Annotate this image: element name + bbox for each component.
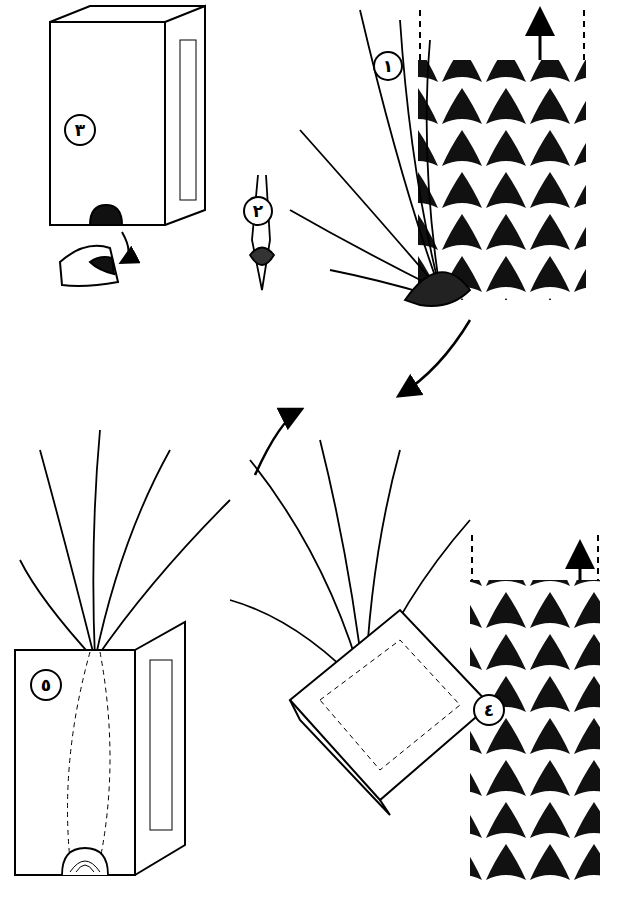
- growth-arrow: [579, 545, 582, 580]
- callout-circle: ١: [373, 51, 403, 81]
- box-panel: [150, 660, 172, 830]
- frond: [360, 10, 440, 290]
- offshoot-outline: [68, 652, 111, 860]
- trunk-edge: [597, 535, 599, 580]
- box-top: [50, 6, 205, 22]
- box-side: [135, 622, 185, 875]
- box-panel: [180, 40, 196, 200]
- frond: [93, 430, 100, 660]
- move-arrow: [255, 410, 300, 475]
- box-four: [230, 410, 490, 815]
- tool-body: [252, 175, 270, 290]
- growth-arrow: [539, 12, 542, 60]
- box-side: [165, 6, 205, 225]
- callout-number: ١: [383, 58, 393, 75]
- box-five: [15, 430, 230, 875]
- tool: [250, 175, 274, 290]
- box-face: [15, 650, 135, 875]
- callout-circle: ٥: [30, 669, 62, 701]
- callout-number: ٢: [253, 203, 263, 220]
- offshoot-base: [405, 272, 470, 306]
- callout-circle: ٤: [473, 694, 505, 726]
- callout-number: ٣: [75, 122, 85, 139]
- tool-head: [250, 248, 274, 266]
- callout-circle: ٣: [64, 114, 96, 146]
- frond: [95, 500, 230, 660]
- trunk-bark: [470, 580, 600, 880]
- trunk-edge: [471, 535, 473, 580]
- frond: [95, 450, 170, 660]
- trunk-edge: [419, 10, 421, 60]
- root-ball: [62, 848, 108, 875]
- box-face: [290, 610, 490, 800]
- move-arrow: [400, 320, 470, 395]
- box-three: [50, 6, 205, 286]
- box-face: [50, 22, 165, 225]
- cut-piece: [60, 246, 118, 286]
- callout-circle: ٢: [243, 196, 273, 226]
- callout-number: ٤: [484, 702, 494, 719]
- offshoot-fronds: [290, 10, 470, 395]
- trunk-bottom: [470, 535, 600, 880]
- trunk-bark: [418, 60, 586, 300]
- frond: [427, 40, 440, 290]
- roots: [70, 861, 100, 872]
- trunk-top: [418, 10, 586, 300]
- cut-arrow: [122, 232, 129, 262]
- box-hole: [90, 205, 122, 225]
- box-inner: [320, 640, 460, 770]
- trunk-edge: [583, 10, 585, 60]
- callout-number: ٥: [41, 677, 51, 694]
- cut-mark: [90, 257, 114, 274]
- frond: [20, 560, 95, 660]
- box-depth: [290, 700, 390, 815]
- frond: [300, 130, 440, 290]
